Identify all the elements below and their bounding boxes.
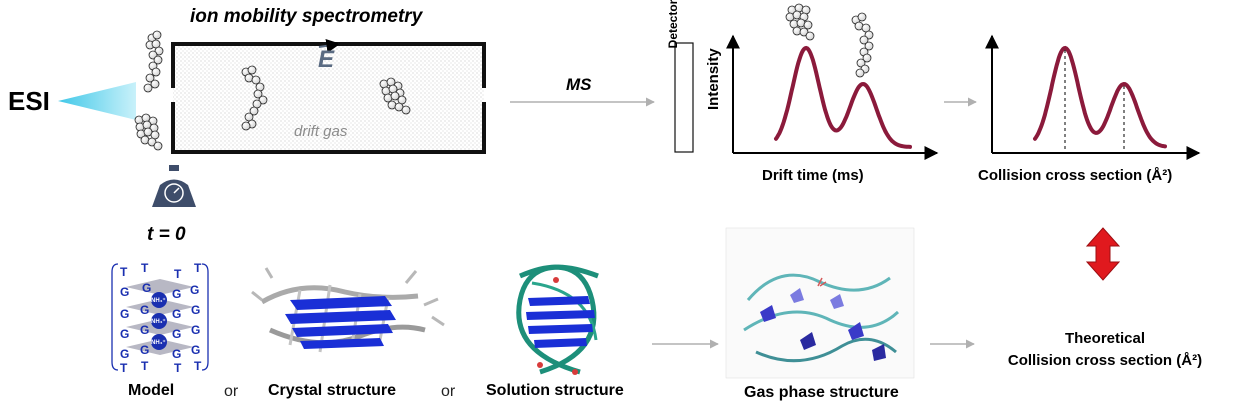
esi-source-label: ESI [8,86,50,116]
model-letter-g: G [120,285,129,299]
or-separator-2: or [441,383,456,400]
stopwatch-icon [152,165,196,207]
ammonium-ion-label: NH₄⁺ [151,339,166,346]
theoretical-line-1: Theoretical [1064,330,1146,347]
model-letter-g: G [172,287,181,301]
model-letter-t: T [120,361,128,375]
ion-cluster-extended-entrance [143,30,164,93]
solution-structure-label: Solution structure [486,382,624,399]
model-ammonium-labels: NH₄⁺ NH₄⁺ NH₄⁺ [151,297,166,346]
model-letter-t: T [174,361,182,375]
time-zero-label: t = 0 [147,224,186,245]
model-letter-g: G [142,281,151,295]
ion-cluster-extended-peak [851,12,874,78]
comparison-double-arrow [1085,227,1121,281]
gas-phase-structure-label: Gas phase structure [744,384,899,401]
model-letter-t: T [194,359,202,373]
theoretical-ccs-label: Theoretical Collision cross section (Å²) [980,328,1230,372]
model-letter-t: T [141,261,149,275]
field-vector-arrow [318,38,341,53]
y-axis-label-intensity: Intensity [705,48,722,110]
ion-cluster-compact-entrance [134,113,163,151]
model-letter-g: G [140,343,149,357]
ammonium-ion-label: NH₄⁺ [151,318,166,325]
or-separator-1: or [224,383,239,400]
model-letter-g: G [172,347,181,361]
model-base-letters: T T T T G G G G G G G G G G G G G G G G … [120,261,202,375]
ammonium-ion-label: NH₄⁺ [151,297,166,304]
ion-cluster-compact-peak [785,3,815,41]
model-letter-t: T [194,261,202,275]
ion-cluster-compact-drift [379,77,411,115]
detector-box [674,42,694,153]
diagram-title: ion mobility spectrometry [190,6,423,27]
gas-phase-structure-image [743,273,900,363]
ccs-plot-axes [985,34,1201,160]
model-label: Model [128,382,175,399]
drift-time-plot-axes [726,34,939,160]
model-letter-g: G [120,327,129,341]
ion-cluster-extended-drift [241,65,268,131]
esi-spray-cone [58,82,136,120]
model-letter-t: T [174,267,182,281]
model-letter-g: G [172,307,181,321]
theoretical-line-2: Collision cross section (Å²) [1007,352,1203,369]
model-letter-g: G [190,283,199,297]
detector-label: Detector [666,0,680,49]
ccs-trace [1033,45,1167,149]
drift-time-trace [774,45,912,149]
model-letter-g: G [120,347,129,361]
model-letter-t: T [120,265,128,279]
model-letter-g: G [120,307,129,321]
electric-field-label: E [318,46,335,73]
model-letter-g: G [140,303,149,317]
x-axis-label-ccs: Collision cross section (Å²) [978,167,1173,184]
model-letter-g: G [191,343,200,357]
model-schematic [111,263,209,371]
crystal-structure-image [251,267,445,353]
model-letter-g: G [191,323,200,337]
ms-label: MS [566,75,592,94]
drift-gas-label: drift gas [294,123,348,140]
x-axis-label-drift-time: Drift time (ms) [762,167,864,184]
crystal-structure-label: Crystal structure [268,382,397,399]
model-letter-g: G [191,303,200,317]
model-letter-g: G [172,327,181,341]
solution-structure-image [516,264,599,375]
model-letter-t: T [141,359,149,373]
model-letter-g: G [140,323,149,337]
